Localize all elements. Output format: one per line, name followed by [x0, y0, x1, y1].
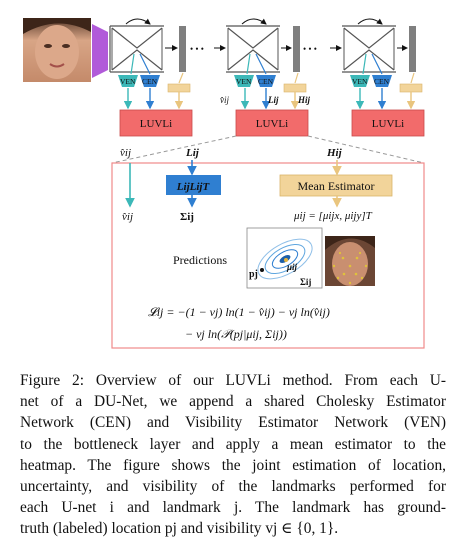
- estimator-heads-2: VEN CEN v̂ij Lij Hij: [220, 53, 311, 110]
- unet-block-3: [330, 18, 416, 73]
- luvli-box-2: LUVLi: [235, 109, 309, 137]
- luvli-box-1: LUVLi: [119, 109, 193, 137]
- loss-equation-line-2: − vj ln(𝒫(pj|μij, Σij)): [185, 327, 287, 341]
- unet-block-2: [214, 18, 300, 73]
- unet-block-1: [109, 18, 186, 73]
- ellipsis-1: • • •: [190, 44, 204, 54]
- sigma-ij-plot-label: Σij: [300, 277, 311, 287]
- mu-equation: μij = [μijx, μijy]T: [293, 210, 373, 222]
- svg-text:LUVLi: LUVLi: [372, 118, 404, 130]
- L-ij-label: Lij: [185, 147, 200, 159]
- estimator-heads-1: VEN CEN: [118, 53, 191, 110]
- ven-label-1: VEN: [120, 77, 136, 86]
- cen-label-2: CEN: [258, 77, 274, 86]
- caption-line-2: net of a DU-Net, we append a shared Chol…: [20, 393, 446, 411]
- prediction-ellipse-plot: pj μij Σij: [246, 227, 323, 289]
- mean-estimator-box: [279, 174, 393, 197]
- cen-label-1: CEN: [142, 77, 158, 86]
- llt-label: LijLijT: [176, 181, 211, 193]
- ellipsis-2: • • •: [303, 44, 317, 54]
- zoom-line-left: [111, 135, 237, 164]
- H-ij-label: Hij: [326, 147, 343, 159]
- input-conv-block: [92, 24, 108, 78]
- svg-text:LUVLi: LUVLi: [256, 118, 288, 130]
- mean-estimator-label: Mean Estimator: [298, 179, 375, 193]
- sigma-ij-output: Σij: [180, 211, 194, 223]
- ven-label-2: VEN: [236, 77, 252, 86]
- caption-line-3: Network (CEN) and Visibility Estimator N…: [20, 414, 446, 432]
- estimator-heads-3: VEN CEN: [350, 53, 423, 110]
- L-ij-label-top: Lij: [267, 95, 279, 105]
- mu-ij-label: μij: [286, 262, 298, 272]
- caption-line-6: uncertainty, and visibility of the landm…: [20, 478, 446, 496]
- luvli-box-3: LUVLi: [351, 109, 425, 137]
- ven-label-3: VEN: [352, 77, 368, 86]
- figure-caption: Figure 2: Overview of our LUVLi method. …: [20, 370, 446, 540]
- luvli-overview-figure: • • • • • • VEN CEN VEN: [23, 18, 425, 349]
- caption-line-8: truth (labeled) location pj and visibili…: [20, 520, 339, 538]
- svg-text:LUVLi: LUVLi: [140, 118, 172, 130]
- input-face-image: [23, 18, 91, 82]
- p-j-label: pj: [249, 269, 258, 280]
- v-hat-ij-output: v̂ij: [122, 211, 133, 223]
- caption-line-5: heatmap. The figure shows the joint esti…: [20, 456, 446, 474]
- predictions-label: Predictions: [173, 253, 227, 267]
- caption-line-7: each U-net i and landmark j. The landmar…: [20, 499, 446, 517]
- H-ij-label-top: Hij: [297, 95, 311, 105]
- v-hat-ij-label-top: v̂ij: [220, 95, 230, 105]
- cen-label-3: CEN: [374, 77, 390, 86]
- v-hat-ij-label: v̂ij: [120, 147, 131, 159]
- llt-box: [166, 175, 221, 195]
- caption-line-1: Figure 2: Overview of our LUVLi method. …: [20, 372, 446, 389]
- caption-line-4: to the bottleneck layer and apply a mean…: [20, 435, 446, 453]
- prediction-face-image: [325, 236, 375, 286]
- zoom-line-right: [307, 135, 425, 164]
- loss-equation-line-1: 𝓛ij = −(1 − vj) ln(1 − v̂ij) − vj ln(v̂i…: [148, 305, 330, 319]
